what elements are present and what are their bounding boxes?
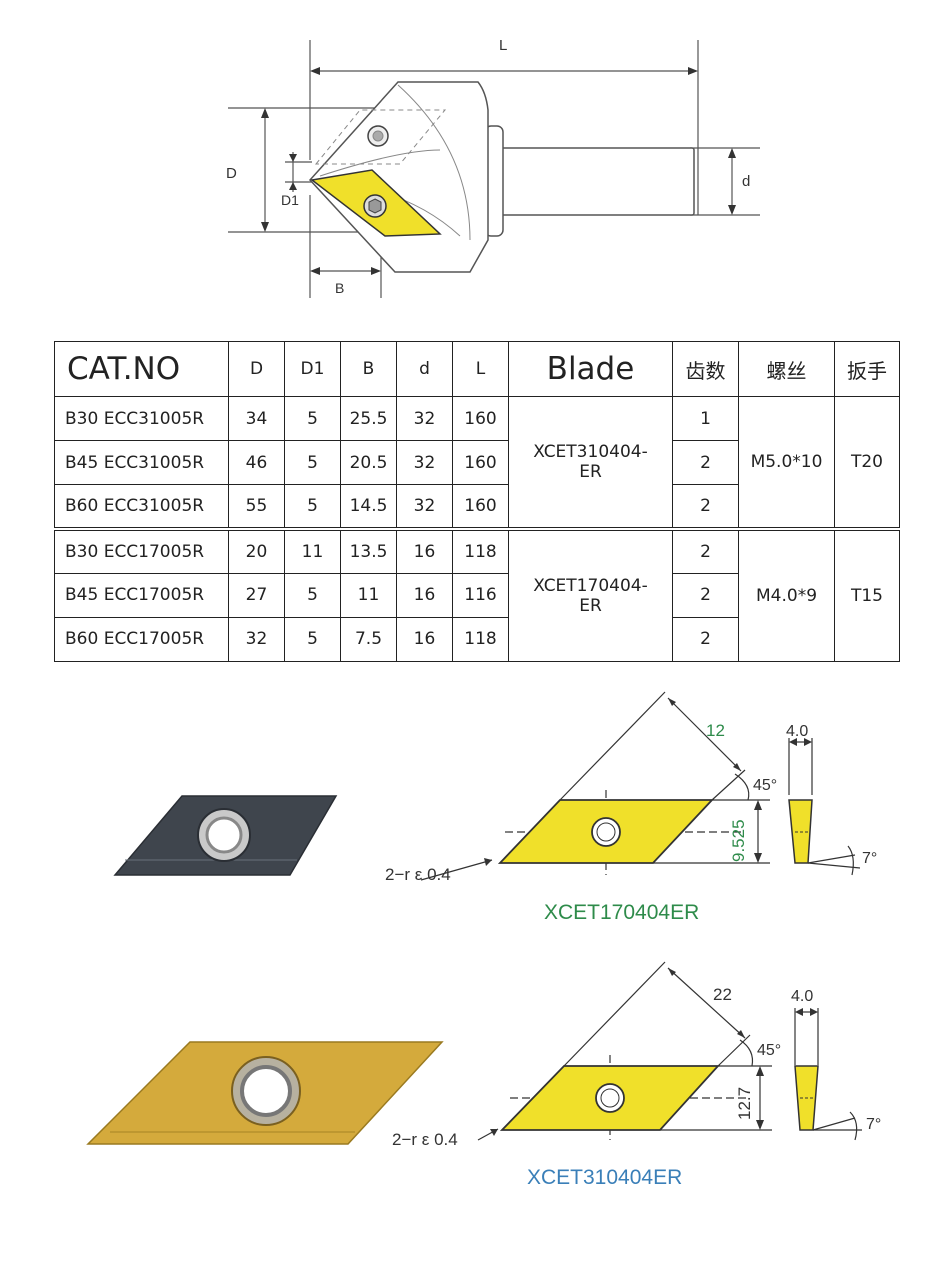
header-blade: Blade	[508, 340, 673, 398]
cell-B: 14.5	[340, 484, 397, 530]
insert-170404-angle: 45°	[753, 777, 777, 794]
cell-d: 16	[396, 572, 453, 618]
table-row: B30 ECC17005R 20 11 13.5 16 118 XCET1704…	[54, 527, 900, 663]
insert-310404-length: 22	[713, 985, 732, 1004]
dim-d: d	[742, 173, 750, 190]
header-D1: D1	[284, 340, 341, 398]
cell-D: 20	[228, 527, 285, 574]
cell-wrench: T20	[834, 396, 900, 530]
table-row: B45 ECC17005R 27 5 11 16 116 2	[54, 572, 900, 618]
insert-170404-photo	[113, 795, 338, 876]
insert-170404-width: 9.525	[729, 819, 748, 862]
insert-170404-section: 12 45° 9.525 4.0 7° 2−r ε 0.4 XCET170404…	[113, 691, 877, 924]
cell-D: 55	[228, 484, 285, 530]
cell-D: 46	[228, 440, 285, 486]
insert-170404-thickness: 4.0	[786, 723, 808, 740]
cell-d: 16	[396, 616, 453, 663]
insert-310404-thickness: 4.0	[791, 988, 813, 1005]
dim-L: L	[499, 37, 507, 54]
table-header-row: CAT.NO D D1 B d L Blade 齿数 螺丝 扳手	[54, 340, 900, 398]
spec-table: CAT.NO D D1 B d L Blade 齿数 螺丝 扳手 B30 ECC…	[54, 340, 900, 663]
cell-D1: 5	[284, 484, 341, 530]
header-wrench: 扳手	[834, 340, 900, 398]
cell-cat: B30 ECC31005R	[54, 396, 229, 442]
cell-D: 34	[228, 396, 285, 442]
table-row: B30 ECC31005R 34 5 25.5 32 160 XCET31040…	[54, 396, 900, 530]
dim-D1: D1	[281, 192, 299, 208]
insert-310404-radius: 2−r ε 0.4	[392, 1130, 458, 1149]
cell-L: 116	[452, 572, 509, 618]
header-screw: 螺丝	[738, 340, 835, 398]
insert-170404-clearance: 7°	[862, 850, 877, 867]
cell-blade: XCET170404-ER	[508, 527, 673, 663]
cell-L: 160	[452, 396, 509, 442]
cell-D: 32	[228, 616, 285, 663]
cell-blade: XCET310404-ER	[508, 396, 673, 530]
cell-cat: B60 ECC31005R	[54, 484, 229, 530]
insert-310404-name: XCET310404ER	[527, 1166, 682, 1189]
header-d: d	[396, 340, 453, 398]
cell-D1: 5	[284, 616, 341, 663]
cell-cat: B45 ECC31005R	[54, 440, 229, 486]
insert-170404-name: XCET170404ER	[544, 901, 699, 924]
cell-teeth: 1	[672, 396, 739, 442]
dim-B: B	[335, 280, 344, 296]
cell-B: 13.5	[340, 527, 397, 574]
insert-310404-section: 22 45° 12.7 4.0 7° 2−r ε 0.4 XCET310404E…	[86, 961, 881, 1189]
cell-d: 32	[396, 440, 453, 486]
cell-cat: B45 ECC17005R	[54, 572, 229, 618]
cell-L: 118	[452, 616, 509, 663]
table-row: B60 ECC17005R 32 5 7.5 16 118 2	[54, 616, 900, 663]
insert-170404-radius: 2−r ε 0.4	[385, 865, 451, 884]
cell-D1: 11	[284, 527, 341, 574]
cell-screw: M4.0*9	[738, 527, 835, 663]
dim-D: D	[226, 165, 237, 182]
cell-B: 11	[340, 572, 397, 618]
cell-teeth: 2	[672, 527, 739, 574]
cell-cat: B30 ECC17005R	[54, 527, 229, 574]
table-row: B45 ECC31005R 46 5 20.5 32 160 2	[54, 440, 900, 486]
cell-teeth: 2	[672, 440, 739, 486]
countersink-tool-drawing: L D D1 d B	[226, 37, 760, 298]
cell-teeth: 2	[672, 616, 739, 663]
header-L: L	[452, 340, 509, 398]
insert-310404-photo	[86, 1041, 444, 1145]
cell-D: 27	[228, 572, 285, 618]
cell-d: 32	[396, 484, 453, 530]
cell-teeth: 2	[672, 572, 739, 618]
cell-screw: M5.0*10	[738, 396, 835, 530]
header-cat-no: CAT.NO	[54, 340, 229, 398]
header-D: D	[228, 340, 285, 398]
cell-cat: B60 ECC17005R	[54, 616, 229, 663]
cell-D1: 5	[284, 572, 341, 618]
cell-d: 32	[396, 396, 453, 442]
header-B: B	[340, 340, 397, 398]
cell-L: 160	[452, 440, 509, 486]
table-row: B60 ECC31005R 55 5 14.5 32 160 2	[54, 484, 900, 530]
cell-teeth: 2	[672, 484, 739, 530]
insert-310404-clearance: 7°	[866, 1116, 881, 1133]
cell-L: 160	[452, 484, 509, 530]
insert-310404-angle: 45°	[757, 1042, 781, 1059]
cell-B: 7.5	[340, 616, 397, 663]
cell-D1: 5	[284, 396, 341, 442]
insert-310404-width: 12.7	[735, 1087, 754, 1120]
cell-d: 16	[396, 527, 453, 574]
cell-B: 20.5	[340, 440, 397, 486]
cell-B: 25.5	[340, 396, 397, 442]
header-teeth: 齿数	[672, 340, 739, 398]
cell-L: 118	[452, 527, 509, 574]
insert-170404-length: 12	[706, 721, 725, 740]
cell-D1: 5	[284, 440, 341, 486]
cell-wrench: T15	[834, 527, 900, 663]
